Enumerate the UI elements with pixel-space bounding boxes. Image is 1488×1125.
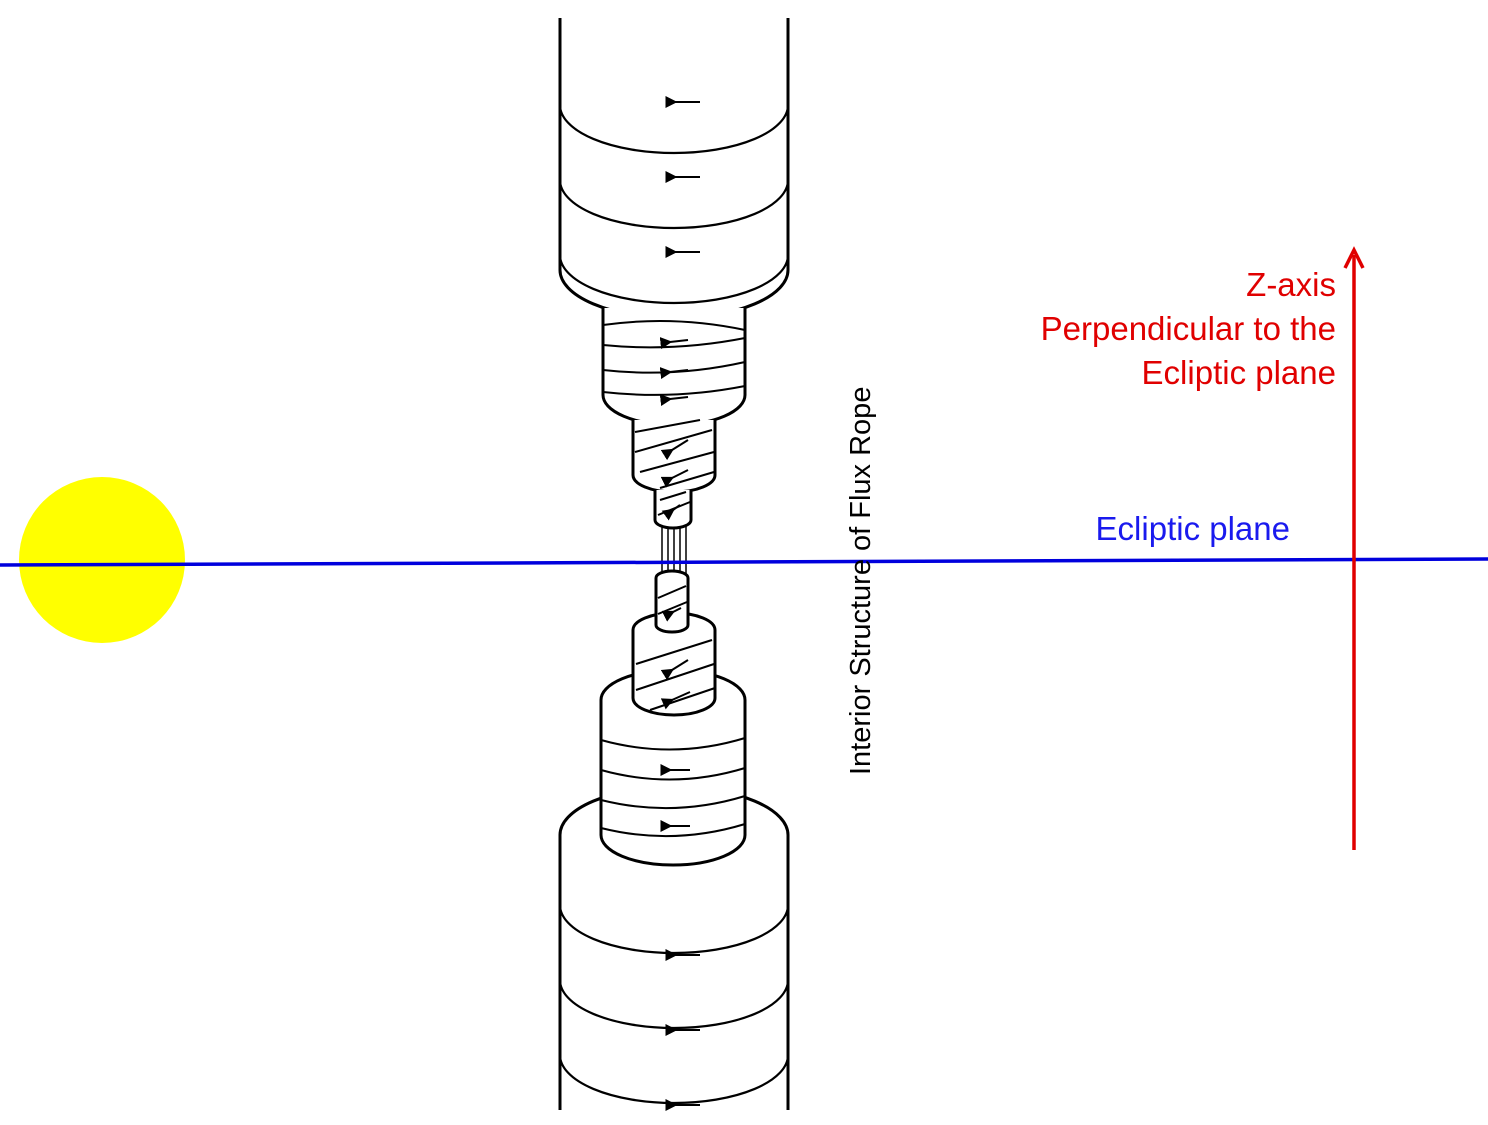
field-arrow [661,504,681,521]
flux-rope-lower [558,569,790,1111]
field-arrow [659,367,689,380]
z-axis-label: Z-axis [1246,266,1336,303]
field-arrow [660,469,689,488]
field-arrow [661,607,682,622]
sun [19,477,185,643]
flux-rope-upper [558,18,790,575]
ecliptic-plane-line [0,557,1488,567]
field-arrow [659,394,689,407]
field-arrow [660,691,691,710]
z-axis-description-line2: Ecliptic plane [1142,354,1336,391]
flux-rope-title: Interior Structure of Flux Rope [845,387,877,775]
field-arrow [660,439,689,461]
ecliptic-plane-label: Ecliptic plane [1096,510,1290,547]
field-arrow [660,659,689,681]
z-axis [1343,246,1365,850]
flux-rope-core [661,525,687,575]
z-axis-description-line1: Perpendicular to the [1041,310,1336,347]
field-arrow [659,337,689,350]
arrow-up-icon [1343,246,1365,269]
